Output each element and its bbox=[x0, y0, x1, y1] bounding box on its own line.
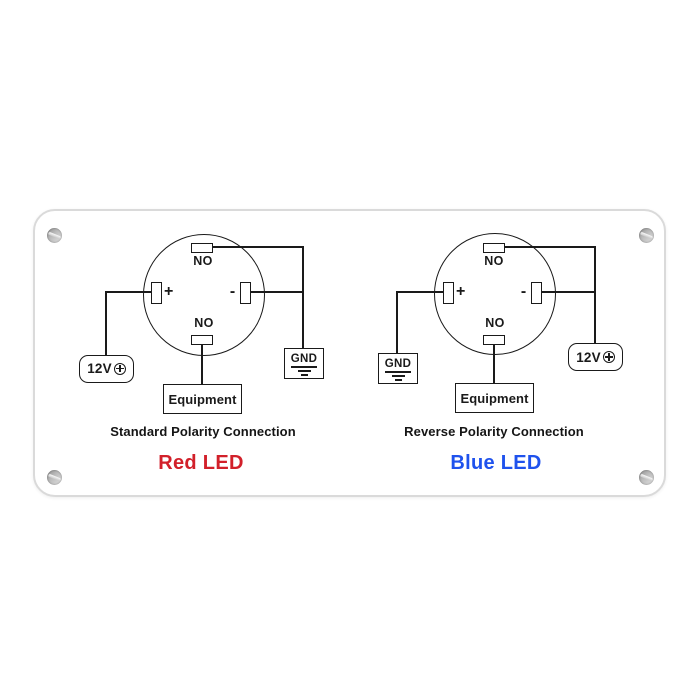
wire-no-top-horizontal bbox=[503, 246, 596, 248]
terminal-negative bbox=[240, 281, 251, 304]
terminal-positive bbox=[443, 281, 454, 304]
power-12v-box: 12V bbox=[79, 354, 134, 383]
wire-equipment-vertical bbox=[201, 343, 203, 385]
wire-negative-horizontal bbox=[250, 291, 304, 293]
no-label-top: NO bbox=[484, 253, 504, 268]
power-label: 12V bbox=[576, 349, 601, 365]
no-label-bottom: NO bbox=[485, 316, 505, 330]
plus-sign: + bbox=[456, 283, 466, 300]
no-label-bottom: NO bbox=[194, 316, 214, 330]
terminal-no-top bbox=[191, 242, 213, 253]
wire-no-top-horizontal bbox=[211, 246, 304, 248]
screw-bottom-right-icon bbox=[638, 469, 654, 485]
wire-positive-horizontal bbox=[105, 291, 152, 293]
ground-symbol-icon bbox=[394, 379, 402, 382]
wire-positive-horizontal bbox=[396, 291, 444, 293]
equipment-label: Equipment bbox=[168, 391, 237, 407]
equipment-box: Equipment bbox=[163, 384, 242, 414]
circled-plus-icon bbox=[602, 351, 615, 363]
terminal-no-top bbox=[483, 242, 505, 253]
wire-ground-vertical bbox=[396, 291, 398, 355]
switch-panel-plate bbox=[33, 209, 666, 497]
screw-top-left-icon bbox=[46, 227, 62, 243]
terminal-no-bottom bbox=[191, 334, 213, 345]
ground-symbol-icon bbox=[297, 370, 311, 373]
no-label-top: NO bbox=[193, 253, 213, 268]
screw-top-right-icon bbox=[638, 227, 654, 243]
terminal-no-bottom bbox=[483, 334, 505, 345]
terminal-positive bbox=[151, 281, 162, 304]
circled-plus-icon bbox=[113, 362, 126, 375]
screw-bottom-left-icon bbox=[46, 469, 62, 485]
ground-box: GND bbox=[284, 348, 324, 379]
terminal-negative bbox=[531, 281, 542, 304]
wire-positive-vertical bbox=[105, 291, 107, 357]
led-color-label: Red LED bbox=[158, 452, 244, 474]
equipment-label: Equipment bbox=[460, 390, 529, 406]
diagram-caption: Reverse Polarity Connection bbox=[404, 424, 584, 439]
ground-box: GND bbox=[378, 353, 418, 384]
led-color-label: Blue LED bbox=[450, 452, 542, 474]
ground-label: GND bbox=[384, 358, 412, 374]
wire-negative-horizontal bbox=[541, 291, 596, 293]
power-12v-box: 12V bbox=[568, 343, 623, 371]
equipment-box: Equipment bbox=[455, 383, 534, 413]
minus-sign: - bbox=[229, 282, 236, 300]
wire-ground-vertical bbox=[302, 246, 304, 350]
wire-power-vertical bbox=[594, 246, 596, 345]
ground-label: GND bbox=[290, 353, 318, 369]
plus-sign: + bbox=[164, 283, 174, 300]
diagram-caption: Standard Polarity Connection bbox=[110, 424, 296, 439]
minus-sign: - bbox=[520, 282, 527, 300]
wire-equipment-vertical bbox=[493, 343, 495, 384]
power-label: 12V bbox=[87, 361, 112, 376]
ground-symbol-icon bbox=[391, 375, 405, 378]
ground-symbol-icon bbox=[300, 374, 308, 377]
